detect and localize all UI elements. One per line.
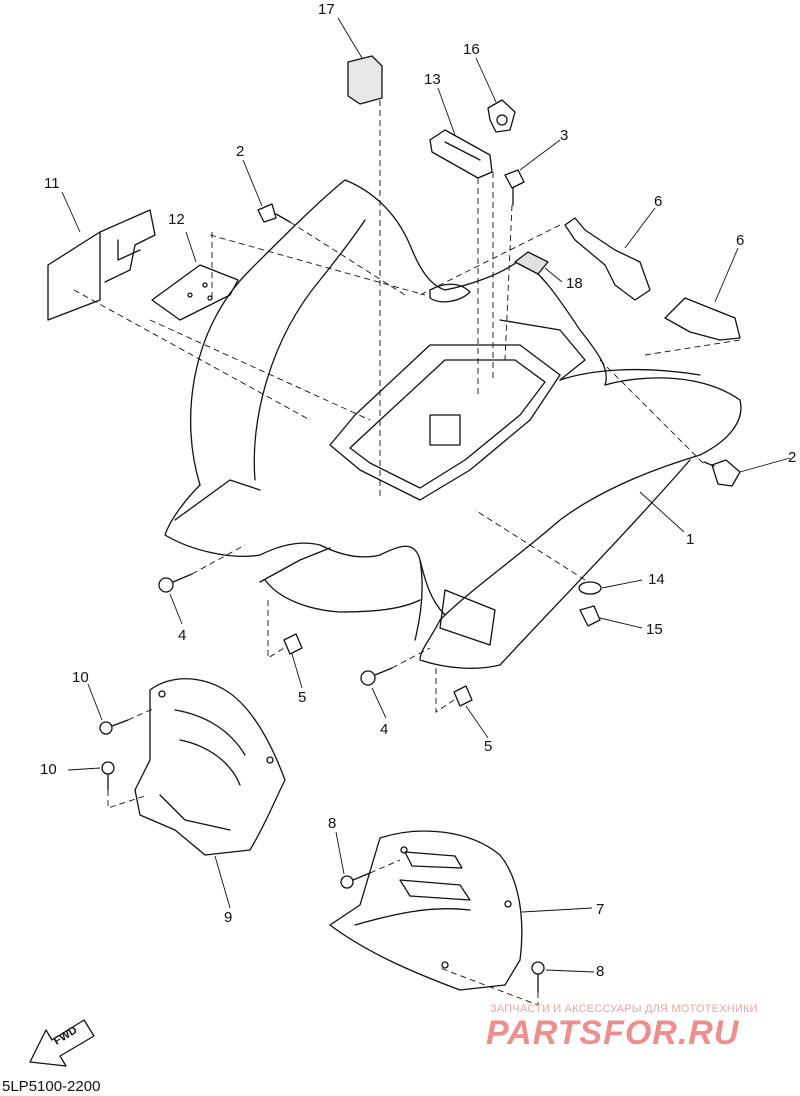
callout-13: 13 xyxy=(424,71,441,88)
part-9-guard xyxy=(134,678,286,856)
callout-12: 12 xyxy=(168,211,185,228)
part-16-clip xyxy=(487,99,516,133)
part-4-screw-a xyxy=(158,573,193,593)
callout-4-center: 4 xyxy=(380,721,389,738)
callout-18: 18 xyxy=(566,275,583,292)
callout-6-upper: 6 xyxy=(654,193,663,210)
callout-10-upper: 10 xyxy=(72,669,89,686)
callout-10-lower: 10 xyxy=(40,761,57,778)
callout-2-top: 2 xyxy=(236,143,245,160)
callout-15: 15 xyxy=(646,621,663,638)
assembly-guide-lines xyxy=(73,100,741,1006)
part-12-plate xyxy=(151,264,239,321)
part-14-washer xyxy=(578,581,602,595)
part-4-screw-b xyxy=(360,667,393,686)
callout-5-center: 5 xyxy=(484,738,493,755)
part-15-nut xyxy=(579,605,601,627)
part-2-bolt-b xyxy=(703,459,741,487)
callout-16: 16 xyxy=(463,41,480,58)
part-3-bolt xyxy=(504,169,525,206)
part-5-nut-b xyxy=(453,685,473,707)
callout-leaders xyxy=(61,17,791,973)
fwd-arrow-icon xyxy=(29,1019,95,1067)
callout-2-right: 2 xyxy=(788,449,797,466)
part-13-bracket xyxy=(429,129,493,179)
callout-5-left: 5 xyxy=(298,689,307,706)
callout-11: 11 xyxy=(44,175,60,192)
part-6-hinge-a xyxy=(564,217,651,301)
part-6-hinge-b xyxy=(664,297,741,341)
diagram-doc-code: 5LP5100-2200 xyxy=(2,1078,101,1095)
rear-fender xyxy=(164,179,742,669)
callout-8-lower: 8 xyxy=(596,963,605,980)
watermark-tagline: ЗАПЧАСТИ И АКСЕССУАРЫ ДЛЯ МОТОТЕХНИКИ xyxy=(490,1003,758,1015)
part-8-screw-b xyxy=(531,961,545,993)
callout-9: 9 xyxy=(224,909,233,926)
part-7-guard xyxy=(329,830,523,991)
part-18-pad xyxy=(514,251,549,275)
callout-8-upper: 8 xyxy=(328,815,337,832)
part-5-nut-a xyxy=(283,633,303,655)
part-10-screw-b xyxy=(101,761,115,791)
callout-6-lower: 6 xyxy=(736,232,745,249)
callout-7: 7 xyxy=(596,901,605,918)
callout-4-left: 4 xyxy=(178,627,187,644)
watermark-brand: PARTSFOR.RU xyxy=(486,1014,740,1052)
callout-17: 17 xyxy=(318,1,335,18)
part-17-block xyxy=(347,55,383,105)
part-11-bracket xyxy=(47,209,156,321)
callout-14: 14 xyxy=(648,571,665,588)
callout-3: 3 xyxy=(560,127,569,144)
part-2-bolt-a xyxy=(257,203,291,223)
callout-1: 1 xyxy=(686,531,695,548)
part-10-screw-a xyxy=(99,719,129,735)
part-8-screw-a xyxy=(340,872,371,889)
